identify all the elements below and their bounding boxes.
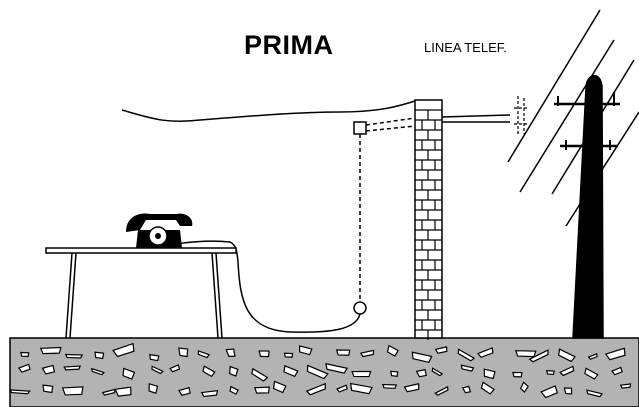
table-leg-front-right: [211, 252, 223, 339]
entry-cable-top: [441, 114, 511, 118]
table-leg-front-left: [65, 252, 77, 339]
dashed-link-bottom: [365, 125, 416, 132]
phone-cord: [169, 240, 361, 333]
rotary-telephone-icon: [126, 213, 193, 248]
junction-box: [353, 121, 367, 135]
utility-pole: [572, 75, 604, 339]
brick-joints: [415, 109, 442, 340]
arm-insulators: [557, 92, 615, 150]
table-top: [45, 247, 237, 254]
pole-line-1: [507, 9, 601, 163]
wall-socket: [353, 301, 367, 315]
overhead-cable: [121, 99, 419, 123]
insulator-bracket: [514, 96, 528, 136]
pole-line-2: [519, 39, 615, 193]
dashed-link-top: [365, 117, 416, 126]
diagram-title: PRIMA: [244, 30, 334, 60]
ground-stones: [8, 342, 632, 399]
telephone-line-label: LINEA TELEF.: [424, 40, 507, 55]
